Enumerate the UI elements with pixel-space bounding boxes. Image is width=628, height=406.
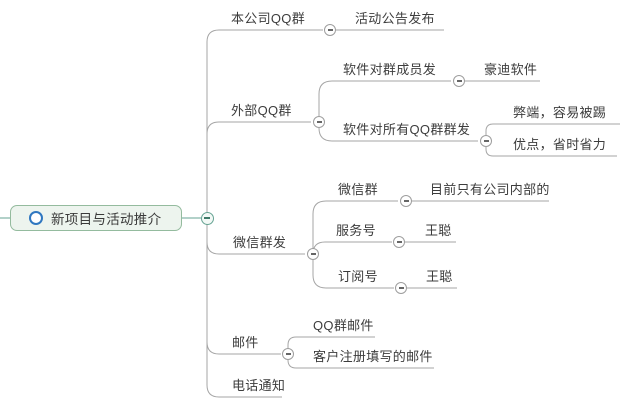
connector-line <box>206 218 220 398</box>
mindmap-node[interactable]: 优点，省时省力 <box>513 137 607 152</box>
connector-line <box>206 121 220 218</box>
root-topic[interactable]: 新项目与活动推介 <box>10 205 182 231</box>
connector-line <box>318 80 333 122</box>
collapse-button[interactable] <box>395 282 407 294</box>
minus-icon <box>398 287 404 289</box>
collapse-button[interactable] <box>324 24 336 36</box>
connector-line <box>206 29 220 218</box>
blue-circle-icon <box>29 211 43 225</box>
root-collapse-button[interactable] <box>200 211 214 225</box>
mindmap-node[interactable]: 软件对所有QQ群群发 <box>343 122 471 137</box>
minus-icon <box>396 241 402 243</box>
mindmap-node[interactable]: 王聪 <box>426 269 453 284</box>
mindmap-node[interactable]: 目前只有公司内部的 <box>430 182 550 197</box>
mindmap-node[interactable]: 客户注册填写的邮件 <box>313 349 433 364</box>
minus-icon <box>483 140 489 142</box>
mindmap-node[interactable]: 微信群发 <box>233 235 287 250</box>
connector-line <box>206 218 220 355</box>
root-topic-label: 新项目与活动推介 <box>51 212 162 227</box>
connector-line <box>318 122 333 142</box>
mindmap-node[interactable]: 邮件 <box>232 335 259 350</box>
connector-line <box>485 123 494 141</box>
connector-line <box>287 336 297 354</box>
minus-icon <box>204 217 210 219</box>
mindmap-node[interactable]: 弊端，容易被踢 <box>513 105 607 120</box>
collapse-button[interactable] <box>400 195 412 207</box>
collapse-button[interactable] <box>282 348 294 360</box>
mindmap-node[interactable]: 豪迪软件 <box>484 62 538 77</box>
minus-icon <box>456 80 462 82</box>
collapse-button[interactable] <box>393 236 405 248</box>
mindmap-node[interactable]: 外部QQ群 <box>231 103 292 118</box>
mindmap-node[interactable]: 电话通知 <box>232 378 286 393</box>
collapse-button[interactable] <box>307 248 319 260</box>
connector-line <box>312 254 328 289</box>
minus-icon <box>327 29 333 31</box>
minus-icon <box>285 353 291 355</box>
connector-line <box>287 354 297 369</box>
minus-icon <box>316 121 322 123</box>
mindmap-node[interactable]: 订阅号 <box>338 269 378 284</box>
mindmap-node[interactable]: 本公司QQ群 <box>231 11 306 26</box>
minus-icon <box>403 200 409 202</box>
mindmap-node[interactable]: 服务号 <box>336 223 376 238</box>
mindmap-node[interactable]: 软件对群成员发 <box>343 62 437 77</box>
mindmap-node[interactable]: 活动公告发布 <box>355 11 435 26</box>
connector-line <box>312 200 328 254</box>
collapse-button[interactable] <box>313 116 325 128</box>
mindmap-node[interactable]: 王聪 <box>425 223 452 238</box>
minus-icon <box>310 253 316 255</box>
mindmap-node[interactable]: 微信群 <box>338 182 378 197</box>
mindmap-node[interactable]: QQ群邮件 <box>313 318 374 333</box>
collapse-button[interactable] <box>480 135 492 147</box>
collapse-button[interactable] <box>453 75 465 87</box>
connector-line <box>485 141 494 157</box>
